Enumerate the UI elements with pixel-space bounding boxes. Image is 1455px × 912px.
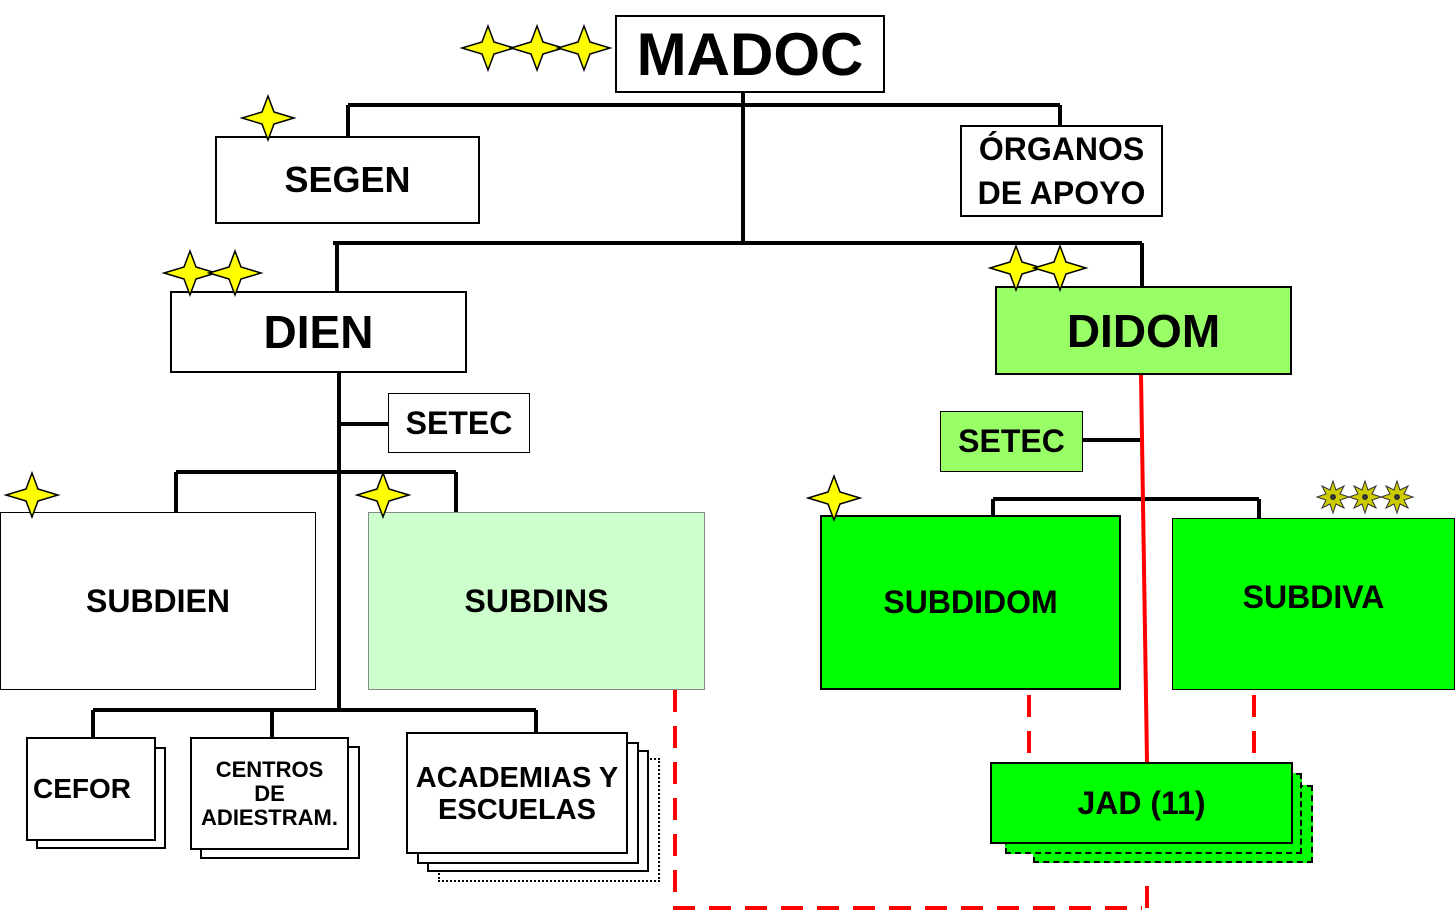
subdiva-label: SUBDIVA (1242, 579, 1385, 615)
subdien-box: SUBDIEN (0, 512, 316, 690)
star-icon (208, 250, 262, 296)
jad-label: JAD (11) (1077, 784, 1206, 821)
star-icon (5, 472, 59, 518)
star-icon (356, 472, 410, 518)
star-icon (241, 95, 295, 141)
cefor-label: CEFOR (33, 773, 131, 804)
olive-star-icon (1380, 480, 1414, 514)
didom-label: DIDOM (1066, 304, 1221, 357)
star-icon (510, 25, 564, 71)
organos-label-2: DE APOYO (977, 175, 1146, 211)
setec-dien-box: SETEC (388, 393, 530, 453)
setec-didom-label: SETEC (958, 423, 1065, 459)
academias-label-1: ACADEMIAS Y (415, 762, 619, 794)
centros-label-3: ADIESTRAM. (201, 804, 338, 830)
centros-label-2: DE (254, 780, 285, 806)
olive-star-icon (1316, 480, 1350, 514)
subdins-label: SUBDINS (464, 582, 609, 619)
subdien-label: SUBDIEN (85, 582, 230, 619)
segen-box: SEGEN (215, 136, 480, 224)
centros-label-1: CENTROS (215, 756, 324, 782)
subdins-box: SUBDINS (368, 512, 705, 690)
organos-label-1: ÓRGANOS (978, 131, 1145, 167)
cefor-box: CEFOR (26, 737, 156, 841)
madoc-label: MADOC (636, 20, 864, 88)
jad-box: JAD (11) (990, 762, 1293, 844)
subdidom-box: SUBDIDOM (820, 515, 1121, 690)
star-icon (1033, 245, 1087, 291)
madoc-box: MADOC (615, 15, 885, 93)
setec-didom-box: SETEC (940, 411, 1083, 472)
organos-box: ÓRGANOS DE APOYO (960, 125, 1163, 217)
dien-label: DIEN (263, 306, 374, 358)
subdidom-label: SUBDIDOM (883, 584, 1058, 620)
didom-box: DIDOM (995, 286, 1292, 375)
segen-label: SEGEN (284, 159, 411, 200)
setec-dien-label: SETEC (405, 404, 513, 441)
dien-box: DIEN (170, 291, 467, 373)
academias-label-2: ESCUELAS (438, 794, 596, 826)
star-icon (461, 25, 515, 71)
olive-star-icon (1348, 480, 1382, 514)
star-icon (807, 475, 861, 521)
star-icon (557, 25, 611, 71)
